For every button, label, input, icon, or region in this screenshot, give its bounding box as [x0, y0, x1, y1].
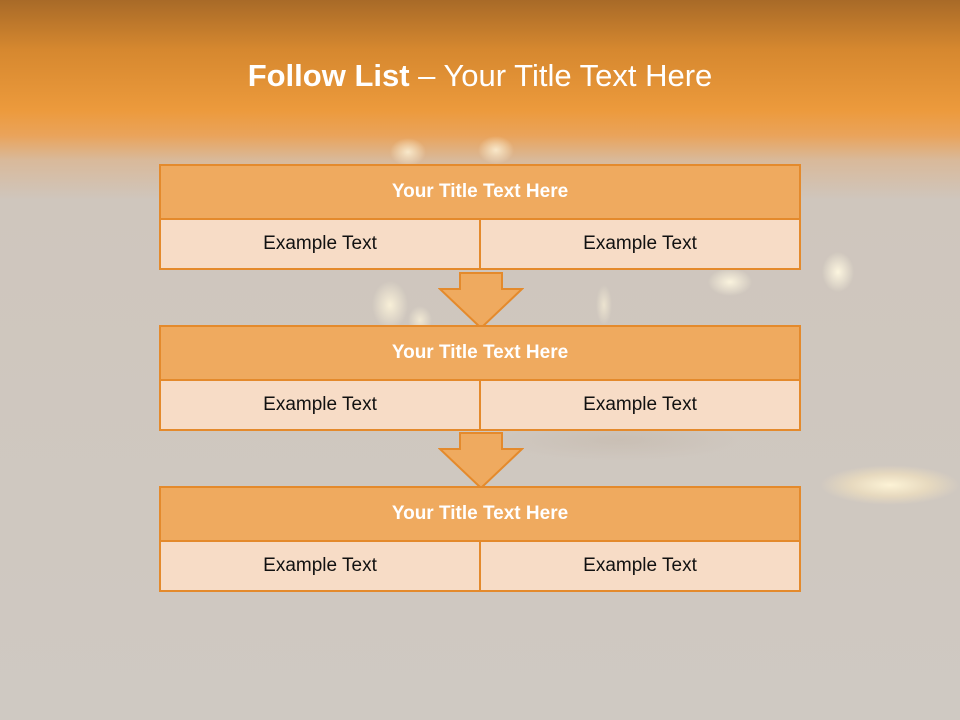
step-row: Example Text Example Text [159, 381, 801, 431]
down-arrow-icon [438, 272, 524, 330]
step-box-2: Your Title Text Here Example Text Exampl… [159, 325, 801, 431]
step-cell-left: Example Text [263, 394, 377, 415]
step-row: Example Text Example Text [159, 220, 801, 270]
step-box-1: Your Title Text Here Example Text Exampl… [159, 164, 801, 270]
step-title: Your Title Text Here [159, 164, 801, 220]
step-cell-right: Example Text [479, 542, 799, 590]
step-title: Your Title Text Here [159, 325, 801, 381]
slide-title: Follow List – Your Title Text Here [0, 52, 960, 100]
step-cell-right: Example Text [479, 220, 799, 268]
step-cell-left: Example Text [263, 233, 377, 254]
step-cell-right: Example Text [479, 381, 799, 429]
slide-title-rest: – Your Title Text Here [409, 58, 713, 93]
step-title: Your Title Text Here [159, 486, 801, 542]
down-arrow-icon [438, 432, 524, 490]
step-cell-left: Example Text [263, 555, 377, 576]
step-box-3: Your Title Text Here Example Text Exampl… [159, 486, 801, 592]
slide-title-bold: Follow List [247, 58, 410, 93]
step-row: Example Text Example Text [159, 542, 801, 592]
